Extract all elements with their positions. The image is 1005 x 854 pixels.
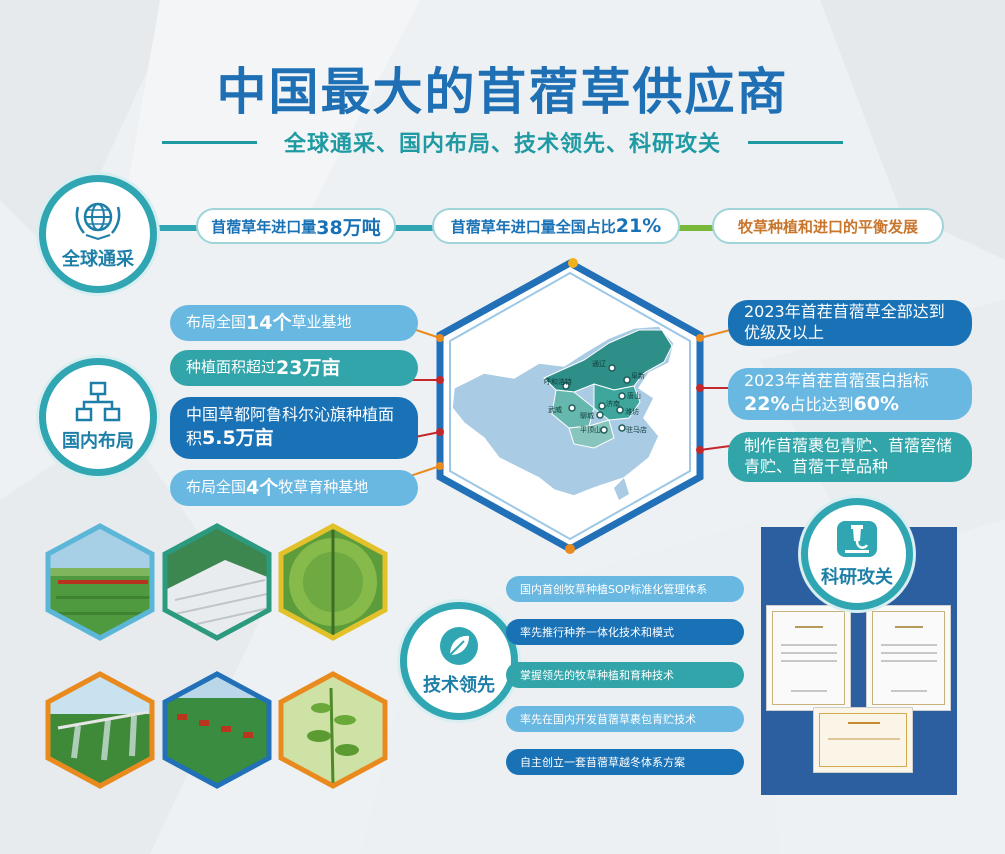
domestic-item-1-value: 14个 [246, 311, 292, 334]
org-chart-icon [75, 381, 121, 422]
quality-item-2-value: 22% [744, 393, 790, 416]
domestic-item-4-prefix: 布局全国 [186, 478, 247, 497]
honor-certificate-card [813, 707, 913, 773]
microscope-icon [837, 521, 877, 557]
domestic-item-1-prefix: 布局全国 [186, 313, 247, 332]
harvesters-photo [155, 668, 279, 792]
quality-connectors [696, 329, 731, 454]
domestic-item-3-value: 5.5万亩 [202, 427, 274, 450]
import-volume-value: 38万吨 [316, 216, 381, 239]
tech-item-3: 掌握领先的牧草种植和育种技术 [506, 662, 744, 688]
import-share-value: 21% [615, 215, 662, 237]
city-label: 聊城 [580, 411, 594, 420]
bale-storage-photo [155, 520, 279, 644]
domestic-item-4-value: 4个 [246, 476, 279, 499]
import-volume-prefix: 苜蓿草年进口量 [211, 217, 317, 236]
domestic-item-3-prefix: 中国草都阿鲁科尔沁旗种植面积 [186, 405, 395, 449]
city-label: 阜新 [631, 371, 645, 380]
certificate-card [866, 605, 951, 711]
domestic-item-3: 中国草都阿鲁科尔沁旗种植面积5.5万亩 [170, 397, 418, 459]
center-pivot-photo [271, 520, 395, 644]
city-label: 平顶山 [580, 425, 601, 434]
certificate-card [766, 605, 851, 711]
global-sourcing-badge: 全球通采 [39, 175, 157, 293]
quality-item-1: 2023年首茬苜蓿草全部达到优级及以上 [728, 300, 972, 346]
hexagon-accent-dots [565, 258, 578, 554]
domestic-connectors [410, 327, 444, 477]
research-badge: 科研攻关 [801, 498, 913, 610]
city-label: 武威 [548, 405, 562, 414]
global-sourcing-label: 全球通采 [62, 249, 134, 270]
subtitle-right-rule [748, 141, 843, 144]
alfalfa-plant-photo [271, 668, 395, 792]
certificates-panel [761, 527, 957, 795]
tech-item-5: 自主创立一套苜蓿草越冬体系方案 [506, 749, 744, 775]
city-label: 济南 [606, 399, 620, 408]
city-label: 唐山 [627, 391, 641, 400]
quality-item-2: 2023年首茬苜蓿蛋白指标22%占比达到60% [728, 368, 972, 420]
city-label: 潍坊 [625, 407, 639, 416]
domestic-item-2-value: 23万亩 [276, 356, 341, 379]
page-title: 中国最大的苜蓿草供应商 [216, 63, 789, 121]
tech-item-1: 国内首创牧草种植SOP标准化管理体系 [506, 576, 744, 602]
quality-item-2-prefix: 2023年首茬苜蓿蛋白指标 [744, 371, 929, 391]
subtitle-left-rule [162, 141, 257, 144]
research-label: 科研攻关 [821, 567, 893, 588]
domestic-item-4-suffix: 牧草育种基地 [278, 478, 369, 497]
balance-development-pill: 牧草种植和进口的平衡发展 [712, 208, 944, 244]
domestic-item-2-prefix: 种植面积超过 [186, 358, 277, 377]
city-label: 通辽 [592, 359, 606, 368]
page-subtitle: 全球通采、国内布局、技术领先、科研攻关 [283, 132, 721, 157]
quality-item-2-value2: 60% [853, 393, 899, 416]
global-connector-line [140, 225, 715, 231]
tech-leadership-badge: 技术领先 [400, 602, 518, 720]
domestic-layout-label: 国内布局 [62, 431, 134, 452]
import-share-prefix: 苜蓿草年进口量全国占比 [450, 217, 616, 236]
leaf-icon [440, 627, 478, 665]
tech-item-2: 率先推行种养一体化技术和模式 [506, 619, 744, 645]
tech-leadership-label: 技术领先 [423, 675, 495, 696]
city-label: 呼和浩特 [544, 377, 572, 386]
quality-item-3: 制作苜蓿裹包青贮、苜蓿窖储青贮、苜蓿干草品种 [728, 432, 972, 482]
tech-item-4: 率先在国内开发苜蓿草裹包青贮技术 [506, 706, 744, 732]
globe-laurel-icon [75, 202, 121, 241]
harvest-field-photo [38, 520, 162, 644]
domestic-item-1-suffix: 草业基地 [291, 313, 352, 332]
irrigation-photo [38, 668, 162, 792]
quality-item-2-mid: 占比达到 [789, 395, 854, 415]
city-label: 驻马店 [626, 425, 647, 434]
china-map: 通辽 阜新 唐山 呼和浩特 武威 济南 聊城 潍坊 平顶山 驻马店 [451, 325, 675, 500]
domestic-layout-badge: 国内布局 [39, 358, 157, 476]
